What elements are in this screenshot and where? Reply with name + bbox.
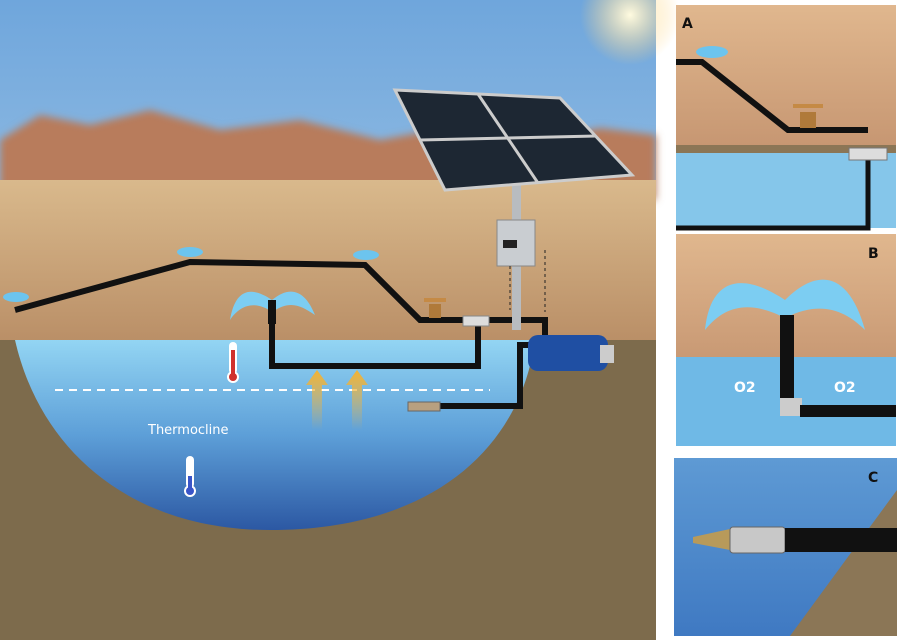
panel-c-letter: C [868, 470, 878, 486]
tee-fitting [462, 315, 490, 327]
solar-panel [392, 88, 636, 192]
panel-b-letter: B [868, 246, 879, 262]
water-pump [528, 335, 614, 371]
valve-icon [424, 298, 446, 318]
sun-icon [580, 0, 680, 65]
detail-panel-c: C [674, 458, 897, 636]
main-scene: Thermocline [0, 0, 680, 640]
intake-nozzle [407, 401, 441, 412]
panel-a-letter: A [682, 16, 693, 32]
warm-thermometer-icon [227, 342, 239, 383]
pipe-network [14, 258, 548, 409]
detail-panel-a: A [676, 5, 896, 231]
detail-panel-b: B O2 O2 [676, 234, 896, 446]
cold-thermometer-icon [184, 456, 196, 497]
fountain-aerator-icon [230, 291, 315, 324]
oxygen-label-right: O2 [834, 380, 856, 396]
sprinkler-icons [3, 247, 379, 302]
thermocline-label: Thermocline [147, 423, 229, 438]
solar-array [392, 88, 636, 330]
rising-warm-water-arrows [306, 370, 368, 430]
pond [15, 340, 535, 530]
oxygen-label-left: O2 [734, 380, 756, 396]
